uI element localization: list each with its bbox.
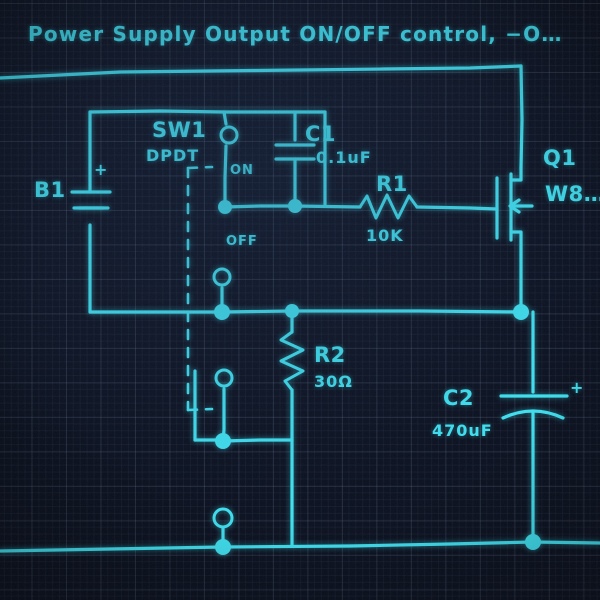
label-r2-value: 30Ω [314,372,353,391]
label-q1-ref: Q1 [543,146,577,170]
wire-sw1-to-c1 [223,204,297,209]
sw1-wiper-upper [223,144,228,207]
wire-midrail-right [220,309,523,314]
label-b1-plus: + [94,160,109,179]
sw1-contact-off [212,267,232,287]
sw1-contact-lower [214,368,234,388]
wire-bottom-rail [0,540,600,553]
junction-q1-source-midrail [513,304,529,320]
label-c2-ref: C2 [443,386,475,410]
wire-r1-to-gate [415,205,499,211]
resistor-r2-zigzag [279,330,305,392]
sw1-wiper-lower [221,387,226,442]
output-terminal-circle [212,507,234,529]
q1-source-lead [509,230,523,314]
wire-top-rail [0,64,523,80]
page-title: Power Supply Output ON/OFF control, −O… [28,22,563,46]
label-q1-value: W8… [545,182,600,206]
wire-r1-left-lead [293,204,362,209]
label-c1-ref: C1 [305,122,337,146]
wire-right-drain [519,64,524,170]
wire-sw1-lower-to-r2 [221,438,294,443]
label-c2-plus: + [570,378,585,397]
sw1-contact-on [219,125,239,145]
label-r1-ref: R1 [376,172,408,196]
resistor-r1-zigzag [358,193,419,220]
sw1-linkage-bottom-tick [186,407,214,412]
label-r1-value: 10K [366,226,404,245]
label-r2-ref: R2 [314,343,346,367]
wire-c1-top [263,110,297,142]
sw1-linkage-top-tick [186,165,214,170]
wire-b1-to-sw1-top [88,109,226,114]
wire-sw1-pole-upper [222,110,228,126]
junction-bottom-terminal [215,539,231,555]
label-b1-ref: B1 [34,178,66,202]
junction-bottom-c2 [525,534,541,550]
label-sw1-position-on: ON [230,163,254,178]
label-c2-value: 470uF [432,421,493,440]
label-sw1-ref: SW1 [152,118,207,142]
label-sw1-position-off: OFF [226,234,258,249]
label-c1-value: 0.1uF [316,148,372,167]
label-sw1-value: DPDT [146,146,200,165]
